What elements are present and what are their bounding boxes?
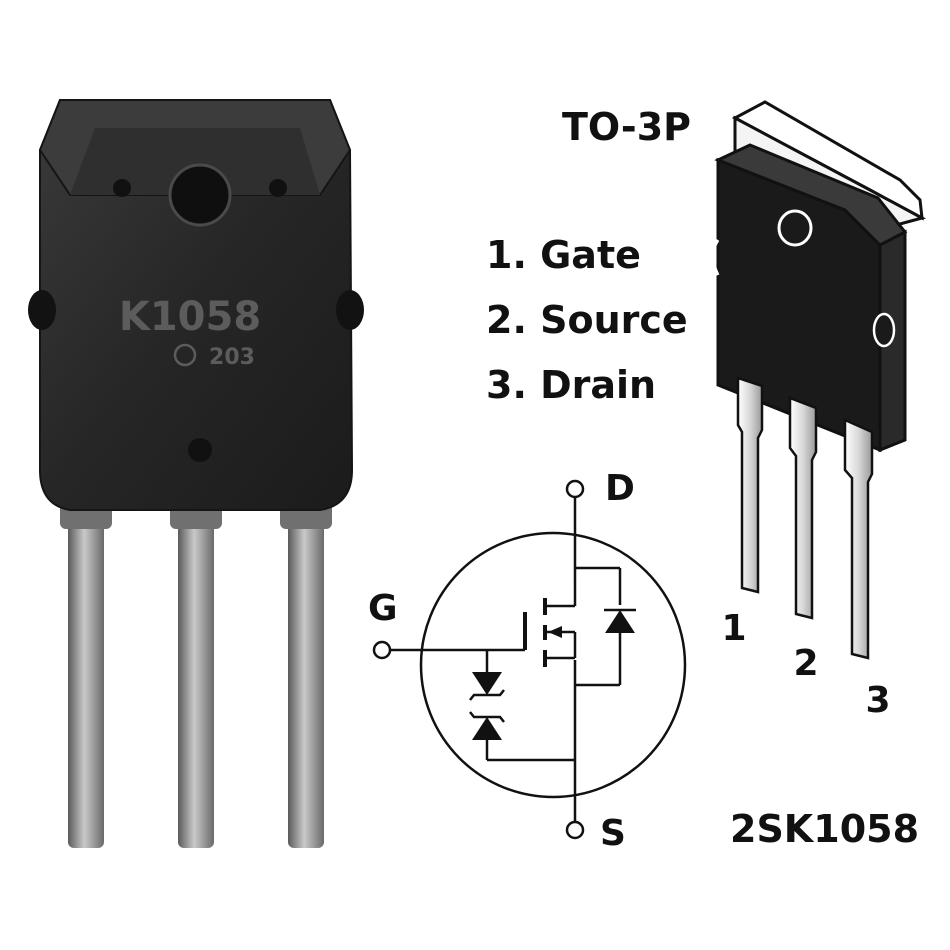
package-lead-1 — [736, 376, 764, 594]
gate-terminal — [372, 640, 392, 660]
part-number: 2SK1058 — [730, 807, 919, 851]
package-name: TO-3P — [562, 105, 691, 149]
source-terminal — [565, 820, 585, 840]
lead-number-3: 3 — [865, 680, 890, 721]
symbol-label-drain: D — [605, 468, 635, 509]
mosfet-symbol — [372, 479, 687, 840]
photo-ejector-mark-left — [113, 179, 131, 197]
package-notch-left — [711, 239, 720, 276]
package-notch-right — [872, 312, 896, 348]
pinout-list: 1. Gate 2. Source 3. Drain — [486, 233, 688, 407]
photo-body — [39, 99, 354, 511]
symbol-label-gate: G — [368, 588, 398, 629]
lead-number-1: 1 — [721, 608, 746, 649]
zener-diode-upper — [472, 672, 502, 695]
symbol-label-source: S — [600, 813, 626, 854]
photo-lead-3 — [288, 500, 324, 848]
photo-mounting-hole — [168, 163, 232, 227]
photo-body-top-inner — [70, 128, 320, 195]
drain-terminal — [565, 479, 585, 499]
photo-side-notch-right — [336, 290, 364, 330]
transistor-photo: K1058 203 — [28, 99, 364, 848]
package-lead-3 — [843, 418, 874, 660]
zener-diode-lower — [472, 717, 502, 740]
logo-icon — [173, 343, 197, 367]
photo-lead-2 — [178, 500, 214, 848]
body-diode — [605, 610, 635, 633]
package-mounting-hole — [777, 209, 813, 247]
package-body-top-edge — [714, 143, 908, 247]
package-lead-2 — [788, 396, 818, 620]
lead-number-2: 2 — [793, 643, 818, 684]
pin-list-item-source: 2. Source — [486, 298, 688, 342]
photo-part-marking: K1058 — [119, 294, 261, 340]
photo-side-notch-left — [28, 290, 56, 330]
photo-ejector-mark-bottom — [188, 438, 212, 462]
photo-lead-1 — [68, 500, 104, 848]
symbol-envelope — [419, 531, 687, 799]
pin-list-item-gate: 1. Gate — [486, 233, 641, 277]
photo-ejector-mark-right — [269, 179, 287, 197]
package-3d-drawing: TO-3P 1 2 3 — [562, 100, 927, 721]
pin-list-item-drain: 3. Drain — [486, 363, 656, 407]
photo-lot-marking: 203 — [209, 345, 255, 370]
